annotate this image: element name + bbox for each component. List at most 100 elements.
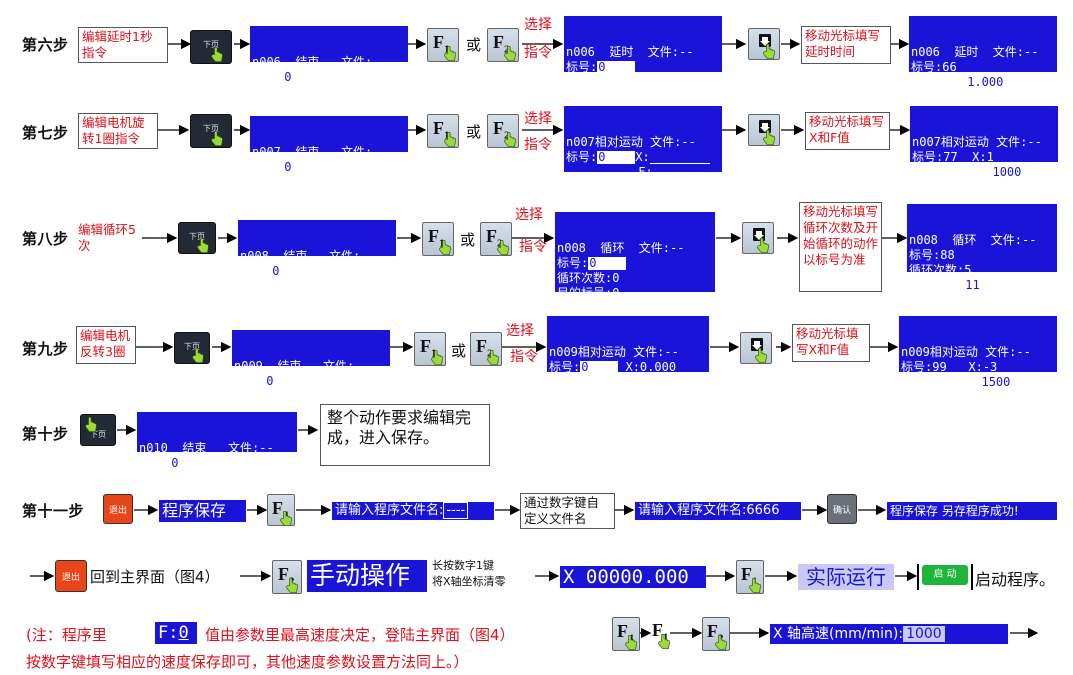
note-move-cursor-xf: 移动光标填写X和F值 bbox=[805, 112, 890, 150]
f1-key[interactable]: F1 bbox=[422, 222, 454, 256]
next-page-key[interactable]: 下页 bbox=[190, 114, 232, 148]
key-f: F bbox=[707, 621, 718, 641]
label-input[interactable]: 0 bbox=[265, 375, 304, 388]
down-arrow-key[interactable] bbox=[742, 222, 774, 254]
screen-n006-end: n006 结束 文件:--标号:0 bbox=[250, 26, 408, 84]
label-input[interactable]: 0 bbox=[597, 151, 636, 164]
hand-pointer-icon bbox=[85, 417, 97, 432]
f2-key[interactable]: F2 bbox=[487, 114, 519, 148]
x-speed-input[interactable]: 1000 bbox=[903, 626, 945, 642]
f-label: F: bbox=[966, 375, 981, 389]
f4-key[interactable]: F4 bbox=[267, 494, 295, 526]
x-input[interactable] bbox=[649, 150, 710, 164]
f-input[interactable] bbox=[652, 165, 701, 179]
next-page-key[interactable]: 下页 bbox=[178, 222, 216, 254]
filename-value: 6666 bbox=[746, 503, 780, 518]
confirm-key[interactable]: 确认 bbox=[827, 494, 857, 524]
exit-key[interactable]: 退出 bbox=[55, 560, 87, 592]
key-label: 下页 bbox=[184, 342, 200, 351]
label-input[interactable]: 0 bbox=[580, 361, 619, 374]
f-input[interactable]: 1500 bbox=[980, 376, 1023, 389]
screen-title: n008 循环 文件:-- bbox=[909, 233, 1037, 247]
or-text: 或 bbox=[466, 36, 482, 54]
key-f: F bbox=[493, 118, 504, 138]
note-move-cursor-loop: 移动光标填写循环次数及开始循环的动作以标号为准 bbox=[799, 202, 882, 292]
next-page-key[interactable]: 下页 bbox=[174, 332, 210, 364]
f-value: F:0 bbox=[621, 375, 643, 389]
down-arrow-key[interactable] bbox=[748, 114, 780, 146]
delay-input[interactable]: 1.000 bbox=[966, 76, 1033, 89]
exit-key[interactable]: 退出 bbox=[103, 494, 133, 524]
hand-pointer-icon bbox=[439, 240, 451, 255]
f-label: F: bbox=[158, 623, 179, 643]
prompt-label: 请输入程序文件名: bbox=[335, 503, 444, 518]
f1-key[interactable]: F1 bbox=[736, 560, 764, 594]
f1-key[interactable]: F1 bbox=[427, 28, 459, 62]
start-key[interactable]: 启 动 bbox=[922, 565, 968, 585]
label-input[interactable]: 0 bbox=[271, 265, 310, 278]
screen-title: n009相对运动 文件:-- bbox=[901, 345, 1031, 359]
hand-pointer-icon bbox=[715, 635, 727, 650]
note-edit-complete: 整个动作要求编辑完成，进入保存。 bbox=[320, 404, 490, 466]
screen-title: n009相对运动 文件:-- bbox=[549, 345, 679, 359]
note-edit-loop: 编辑循环5次 bbox=[78, 222, 142, 256]
note-move-cursor-delay: 移动光标填写延时时间 bbox=[801, 26, 891, 64]
next-page-key[interactable]: 下页 bbox=[190, 30, 232, 64]
or-text: 或 bbox=[460, 231, 476, 249]
label-input[interactable]: 0 bbox=[597, 61, 636, 74]
f1-key[interactable]: F1 bbox=[652, 617, 670, 651]
key-sub: 1 bbox=[444, 43, 450, 56]
down-arrow-icon bbox=[751, 338, 763, 351]
instruction-label: 指令 bbox=[524, 137, 552, 153]
hand-pointer-icon bbox=[757, 238, 769, 253]
f2-key[interactable]: F2 bbox=[480, 222, 512, 256]
key-sub: 2 bbox=[504, 43, 510, 56]
down-arrow-key[interactable] bbox=[748, 28, 780, 60]
f1-key[interactable]: F1 bbox=[427, 114, 459, 148]
f2-key[interactable]: F2 bbox=[272, 560, 302, 594]
prompt-label: 请输入程序文件名: bbox=[638, 503, 747, 518]
next-page-key[interactable]: 下页 bbox=[80, 414, 116, 446]
key-f: F bbox=[433, 118, 444, 138]
program-save-banner: 程序保存 bbox=[159, 500, 246, 522]
f-input[interactable]: 1000 bbox=[991, 166, 1032, 179]
filename-input[interactable]: ---- bbox=[443, 502, 469, 519]
target-label: 目的标号: bbox=[909, 278, 965, 292]
target-input[interactable]: 11 bbox=[964, 279, 1001, 292]
screen-n007-end: n007 结束 文件:--标号:0 bbox=[250, 116, 408, 174]
hand-pointer-icon bbox=[504, 46, 516, 61]
f-label: F: bbox=[638, 165, 653, 179]
screen-title: n006 结束 文件:-- bbox=[252, 55, 387, 69]
label-field: 标号: bbox=[252, 70, 284, 84]
hand-pointer-icon bbox=[192, 348, 204, 363]
label-input[interactable]: 0 bbox=[283, 161, 322, 174]
save-success-banner: 程序保存 另存程序成功! bbox=[887, 502, 1057, 520]
hand-pointer-icon bbox=[286, 578, 298, 593]
down-arrow-key[interactable] bbox=[740, 332, 772, 364]
f2-key[interactable]: F2 bbox=[702, 617, 730, 651]
instruction-label: 指令 bbox=[510, 349, 538, 365]
f4-key[interactable]: F4 bbox=[612, 617, 640, 651]
note-edit-delay: 编辑延时1秒指令 bbox=[78, 27, 168, 63]
x-value: X:-3 bbox=[968, 360, 998, 374]
screen-n009-filled: n009相对运动 文件:--标号:99 X:-3 F:1500 bbox=[899, 316, 1057, 389]
label-input[interactable]: 0 bbox=[588, 257, 627, 270]
label-input[interactable]: 0 bbox=[170, 457, 211, 470]
step-label-9: 第九步 bbox=[22, 340, 69, 358]
x-speed-label: X 轴高速(mm/min): bbox=[773, 626, 904, 642]
key-sub: 2 bbox=[497, 237, 503, 250]
key-sub: 2 bbox=[487, 347, 493, 360]
label-value: 标号:99 bbox=[901, 360, 947, 374]
label-field: 标号: bbox=[252, 160, 284, 174]
f2-key[interactable]: F2 bbox=[487, 28, 519, 62]
key-label: 下页 bbox=[90, 430, 106, 439]
key-label: 下页 bbox=[203, 124, 219, 133]
note-edit-motor-reverse: 编辑电机反转3圈 bbox=[76, 326, 136, 364]
down-arrow-icon bbox=[759, 120, 771, 133]
f-label: F: bbox=[977, 165, 992, 179]
key-f: F bbox=[493, 32, 504, 52]
f1-key[interactable]: F1 bbox=[414, 332, 446, 366]
f2-key[interactable]: F2 bbox=[470, 332, 502, 366]
label-input[interactable]: 0 bbox=[283, 71, 322, 84]
